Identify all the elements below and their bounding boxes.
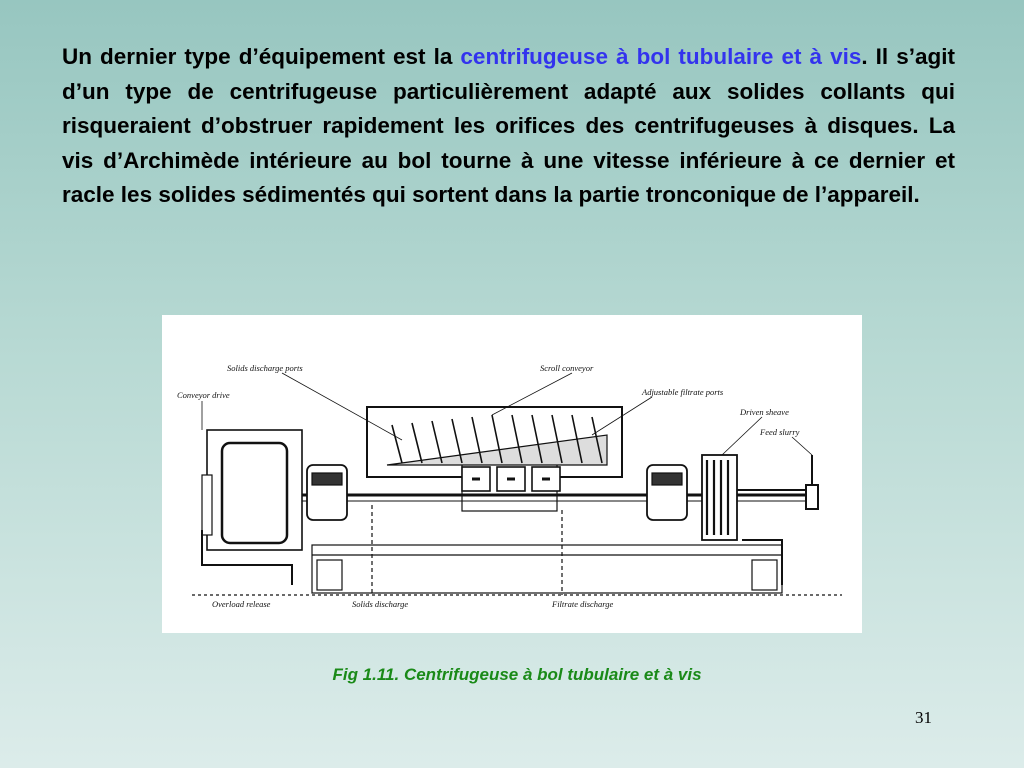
- discharge-pipe: [201, 530, 783, 585]
- paragraph-intro: Un dernier type d’équipement est la: [62, 44, 461, 69]
- label-conveyor-drive: Conveyor drive: [177, 390, 230, 400]
- scroll-conveyor: [391, 414, 603, 492]
- label-filtrate-ports: Adjustable filtrate ports: [641, 387, 724, 397]
- figure-caption: Fig 1.11. Centrifugeuse à bol tubulaire …: [332, 665, 702, 684]
- bearings: [306, 464, 688, 521]
- paragraph-rest: . Il s’agit d’un type de centrifugeuse p…: [62, 44, 955, 207]
- paragraph-highlight: centrifugeuse à bol tubulaire et à vis: [460, 44, 862, 69]
- base-frame: [192, 505, 842, 596]
- label-driven-sheave: Driven sheave: [739, 407, 789, 417]
- diagram-labels: Solids discharge ports Scroll conveyor A…: [177, 363, 800, 609]
- label-overload: Overload release: [212, 599, 271, 609]
- conveyor-drive: [201, 429, 303, 551]
- label-feed-slurry: Feed slurry: [759, 427, 800, 437]
- label-solids-discharge: Solids discharge: [352, 599, 408, 609]
- body-paragraph: Un dernier type d’équipement est la cent…: [62, 40, 955, 213]
- feed-pipe: [737, 455, 819, 510]
- page-number: 31: [915, 708, 932, 727]
- label-scroll: Scroll conveyor: [540, 363, 594, 373]
- label-filtrate-discharge: Filtrate discharge: [551, 599, 614, 609]
- driven-sheave: [701, 454, 738, 541]
- centrifuge-diagram: Solids discharge ports Scroll conveyor A…: [162, 315, 862, 633]
- leader-lines: [201, 372, 813, 456]
- label-solids-ports: Solids discharge ports: [227, 363, 303, 373]
